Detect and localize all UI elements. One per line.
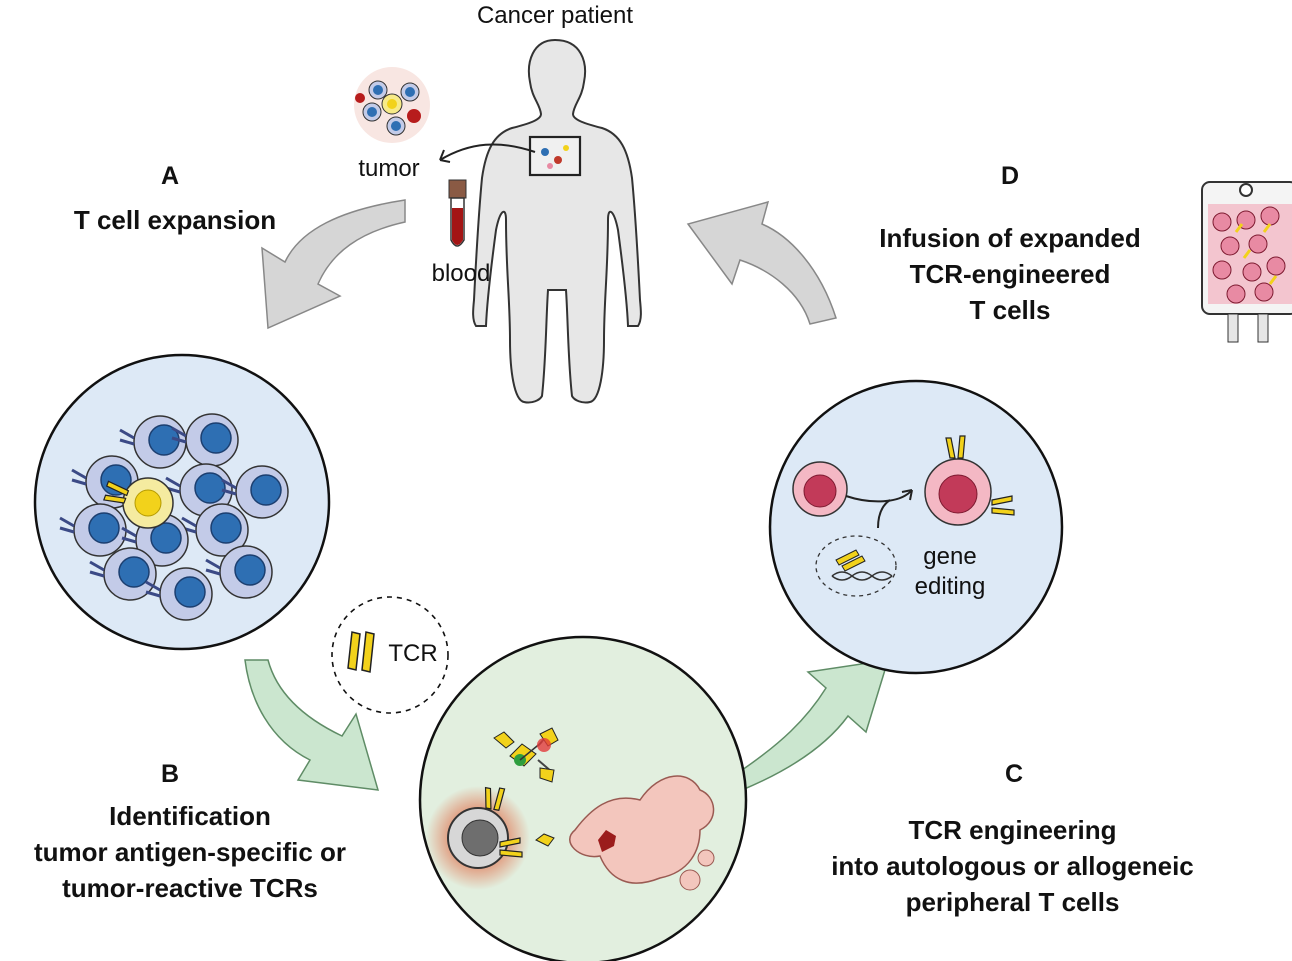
step-d-line2: TCR-engineered — [909, 259, 1111, 289]
tcr-legend-circle — [331, 596, 449, 714]
tcr-label: TCR — [388, 640, 438, 667]
step-a-letter: A — [160, 162, 180, 190]
patient-label: Cancer patient — [476, 2, 634, 29]
infusion-bag-icon — [1201, 181, 1292, 343]
step-c-line2: into autologous or allogeneic — [831, 851, 1194, 881]
step-c-line3: peripheral T cells — [905, 887, 1120, 917]
tumor-arrow — [439, 143, 536, 161]
step-b-line3: tumor-reactive TCRs — [62, 873, 318, 903]
step-d-line1: Infusion of expanded — [879, 223, 1141, 253]
arrow-step-d — [686, 200, 837, 325]
step-d-line3: T cells — [969, 295, 1051, 325]
step-b-line2: tumor antigen-specific or — [33, 837, 347, 867]
step-c-line1: TCR engineering — [908, 815, 1117, 845]
tumor-box — [528, 135, 582, 177]
step-b-letter: B — [160, 760, 180, 788]
gene-editing-label-2: editing — [914, 573, 986, 600]
tumor-label: tumor — [358, 155, 420, 182]
gene-editing-label-1: gene — [923, 543, 977, 570]
tcell-expansion-circle — [33, 353, 331, 651]
tcr-icon — [347, 631, 375, 673]
step-d-letter: D — [1000, 162, 1020, 190]
gene-editing-circle — [768, 379, 1064, 675]
tumor-cluster-icon — [354, 67, 430, 143]
step-a-title: T cell expansion — [73, 205, 277, 235]
arrow-step-a — [261, 199, 406, 330]
arrow-step-b — [244, 659, 380, 791]
step-c-letter: C — [1004, 760, 1024, 788]
identification-circle — [418, 635, 748, 961]
step-b-line1: Identification — [109, 801, 271, 831]
blood-label: blood — [431, 260, 491, 287]
arrow-step-c — [741, 659, 890, 792]
blood-tube-icon — [448, 179, 467, 247]
patient-body — [472, 38, 642, 404]
